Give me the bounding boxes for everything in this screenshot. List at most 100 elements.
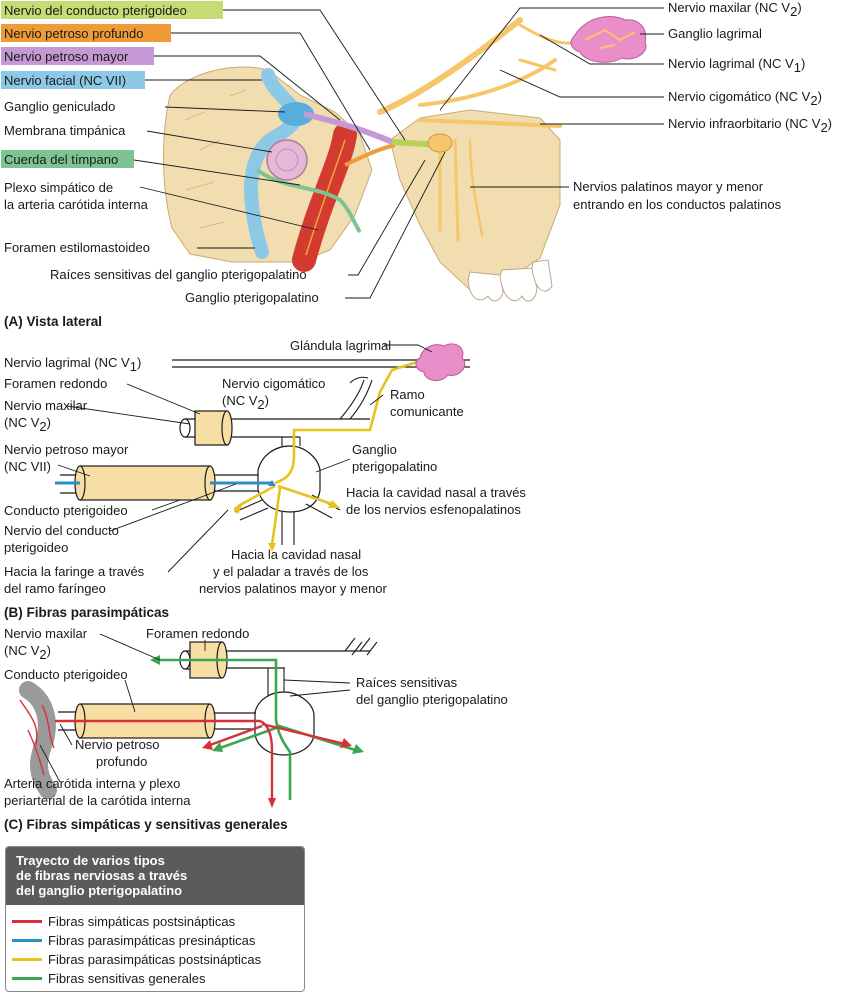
b-label-lacrimal-nerve: Nervio lagrimal (NC V1) xyxy=(4,355,141,374)
a-label-geniculate: Ganglio geniculado xyxy=(4,99,115,114)
legend-item-label: Fibras sensitivas generales xyxy=(48,971,206,986)
b-label-canal: Conducto pterigoideo xyxy=(4,503,128,518)
c-internal-carotid xyxy=(19,681,57,799)
legend-swatch xyxy=(12,977,42,980)
panel-b-leaders xyxy=(57,344,433,573)
greater-petrosal-nerve xyxy=(303,111,394,145)
a-label-maxillary: Nervio maxilar (NC V2) xyxy=(668,0,802,19)
legend-item-preganglionic-parasympathetic: Fibras parasimpáticas presinápticas xyxy=(12,931,304,950)
panel-b-heading: (B) Fibras parasimpáticas xyxy=(4,605,169,620)
b-pterygoid-canal xyxy=(79,465,211,501)
b-label-pharynx-1: Hacia la faringe a través xyxy=(4,564,145,579)
legend-title: Trayecto de varios tipos de fibras nervi… xyxy=(6,847,304,905)
label-bg-pterygoid-canal xyxy=(1,1,223,19)
tympanic-membrane xyxy=(266,139,308,181)
label-bg-deep-petrosal xyxy=(1,24,171,42)
c-label-artery-2: periarterial de la carótida interna xyxy=(4,793,191,808)
teeth xyxy=(467,259,553,302)
b-label-ganglion-2: pterigopalatino xyxy=(352,459,437,474)
panel-a-heading: (A) Vista lateral xyxy=(4,314,102,329)
legend-item-label: Fibras simpáticas postsinápticas xyxy=(48,914,236,929)
c-label-artery-1: Arteria carótida interna y plexo xyxy=(4,776,180,791)
a-label-chorda: Cuerda del tímpano xyxy=(4,152,118,167)
panel-a-right-leaders xyxy=(439,7,664,188)
facial-nerve xyxy=(244,68,304,259)
pterygopalatine-ganglion xyxy=(427,133,453,153)
c-sympathetic-fibres xyxy=(55,719,346,800)
legend-title-line: Trayecto de varios tipos xyxy=(16,853,165,868)
c-label-roots-1: Raíces sensitivas xyxy=(356,675,458,690)
panel-c-heading: (C) Fibras simpáticas y sensitivas gener… xyxy=(4,817,288,832)
maxillary-nerve-branches xyxy=(377,17,587,242)
b-label-foramen: Foramen redondo xyxy=(4,376,107,391)
legend-item-sympathetic: Fibras simpáticas postsinápticas xyxy=(12,912,304,931)
b-postganglionic-fibres xyxy=(233,354,437,546)
legend-swatch xyxy=(12,958,42,961)
b-label-nasal-1: Hacia la cavidad nasal a través xyxy=(346,485,526,500)
geniculate-ganglion xyxy=(278,102,314,126)
lacrimal-gland-a xyxy=(570,16,647,63)
b-label-palate-3: nervios palatinos mayor y menor xyxy=(199,581,388,596)
c-label-foramen: Foramen redondo xyxy=(146,626,249,641)
label-bg-chorda xyxy=(1,150,134,168)
c-label-canal: Conducto pterigoideo xyxy=(4,667,128,682)
a-label-infraorbital: Nervio infraorbitario (NC V2) xyxy=(668,116,832,135)
label-bg-greater-petrosal xyxy=(1,47,154,65)
c-label-maxillary-1: Nervio maxilar xyxy=(4,626,88,641)
b-label-maxillary-2: (NC V2) xyxy=(4,415,51,434)
b-label-palate-2: y el paladar a través de los xyxy=(213,564,369,579)
panel-a-illustration xyxy=(162,16,647,302)
a-label-tympanic: Membrana timpánica xyxy=(4,123,126,138)
a-label-palatine-2: entrando en los conductos palatinos xyxy=(573,197,782,212)
b-label-lacrimal-gland: Glándula lagrimal xyxy=(290,338,391,353)
a-label-greater-petrosal: Nervio petroso mayor xyxy=(4,49,129,64)
a-label-plexus-1: Plexo simpático de xyxy=(4,180,113,195)
c-label-deep-petrosal-1: Nervio petroso xyxy=(75,737,160,752)
legend-item-general-sensory: Fibras sensitivas generales xyxy=(12,969,304,988)
legend-item-label: Fibras parasimpáticas postsinápticas xyxy=(48,952,262,967)
panel-c-schematic xyxy=(19,637,378,808)
legend-item-postganglionic-parasympathetic: Fibras parasimpáticas postsinápticas xyxy=(12,950,304,969)
a-label-ganglion: Ganglio pterigopalatino xyxy=(185,290,319,305)
a-label-deep-petrosal: Nervio petroso profundo xyxy=(4,26,143,41)
b-lacrimal-gland xyxy=(415,343,466,382)
c-ganglion xyxy=(254,691,315,756)
b-label-canal-nerve-1: Nervio del conducto xyxy=(4,523,119,538)
b-label-palate-1: Hacia la cavidad nasal xyxy=(231,547,361,562)
legend-swatch xyxy=(12,939,42,942)
legend-swatch xyxy=(12,920,42,923)
b-label-communicating-1: Ramo xyxy=(390,387,425,402)
c-label-deep-petrosal-2: profundo xyxy=(96,754,147,769)
b-label-ganglion-1: Ganglio xyxy=(352,442,397,457)
c-label-roots-2: del ganglio pterigopalatino xyxy=(356,692,508,707)
legend-title-line: del ganglio pterigopalatino xyxy=(16,883,183,898)
b-label-pharynx-2: del ramo faríngeo xyxy=(4,581,106,596)
chorda-tympani xyxy=(255,168,362,234)
label-bg-facial xyxy=(1,71,145,89)
legend-title-line: de fibras nerviosas a través xyxy=(16,868,188,883)
b-label-communicating-2: comunicante xyxy=(390,404,464,419)
b-label-canal-nerve-2: pterigoideo xyxy=(4,540,68,555)
b-label-greater-petrosal-2: (NC VII) xyxy=(4,459,51,474)
c-label-maxillary-2: (NC V2) xyxy=(4,643,51,662)
a-label-stylomastoid: Foramen estilomastoideo xyxy=(4,240,150,255)
deep-petrosal-nerve xyxy=(344,143,396,167)
a-label-pterygoid-canal-nerve: Nervio del conducto pterigoideo xyxy=(4,3,187,18)
a-label-lacrimal-nerve: Nervio lagrimal (NC V1) xyxy=(668,56,805,75)
a-label-facial: Nervio facial (NC VII) xyxy=(4,73,126,88)
a-label-sensory-roots: Raíces sensitivas del ganglio pterigopal… xyxy=(50,267,307,282)
b-label-zygomatic-1: Nervio cigomático xyxy=(222,376,325,391)
a-label-plexus-2: la arteria carótida interna xyxy=(4,197,149,212)
a-label-palatine-1: Nervios palatinos mayor y menor xyxy=(573,179,764,194)
panel-b-schematic xyxy=(55,343,470,552)
panel-a-left-leaders xyxy=(133,9,446,299)
b-ganglion xyxy=(257,445,321,513)
fiber-legend: Trayecto de varios tipos de fibras nervi… xyxy=(5,846,305,992)
b-label-maxillary-1: Nervio maxilar xyxy=(4,398,88,413)
b-label-zygomatic-2: (NC V2) xyxy=(222,393,269,412)
b-label-greater-petrosal-1: Nervio petroso mayor xyxy=(4,442,129,457)
a-label-zygomatic: Nervio cigomático (NC V2) xyxy=(668,89,822,108)
b-label-nasal-2: de los nervios esfenopalatinos xyxy=(346,502,521,517)
panel-c-leaders xyxy=(39,633,351,783)
